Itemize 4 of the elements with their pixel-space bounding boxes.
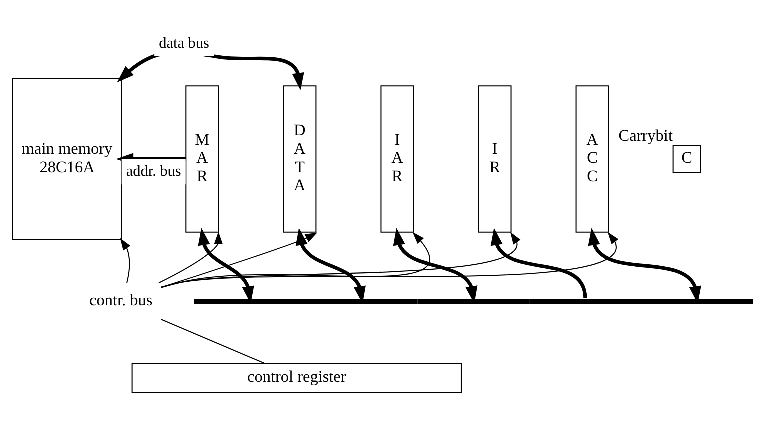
node-text: contr. bus	[90, 291, 153, 310]
node-label: Carrybit	[618, 126, 673, 145]
edge-label: addr. bus	[126, 163, 182, 180]
edge-label: data bus	[159, 34, 210, 52]
